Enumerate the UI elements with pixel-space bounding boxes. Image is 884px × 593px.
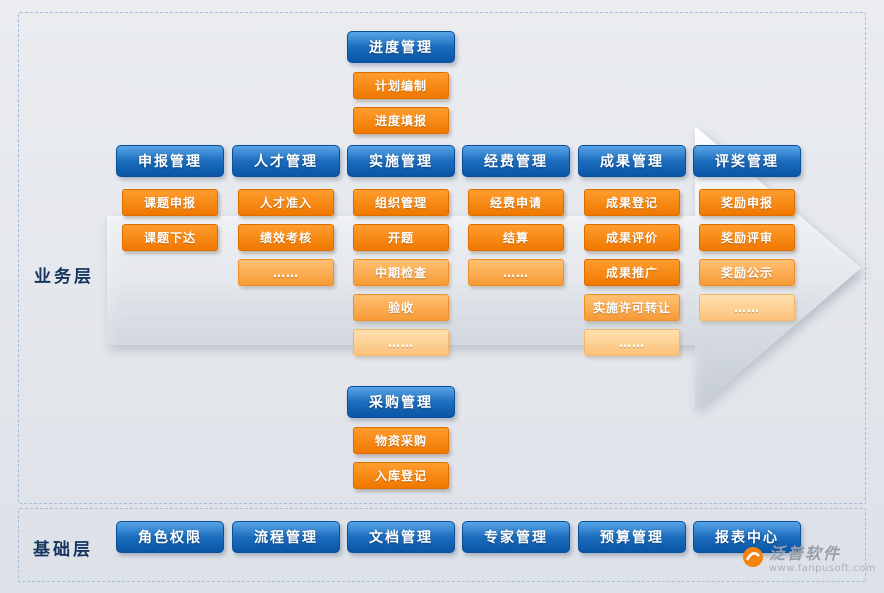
base-item-budget-management[interactable]: 预算管理 — [578, 521, 686, 553]
implementation-items: 组织管理 开题 中期检查 验收 …… — [347, 189, 455, 356]
module-item-acceptance[interactable]: 验收 — [353, 294, 449, 321]
module-item-material-purchase[interactable]: 物资采购 — [353, 427, 449, 454]
module-item-topic-declare[interactable]: 课题申报 — [122, 189, 218, 216]
module-item-funding-more[interactable]: …… — [468, 259, 564, 286]
header-procurement-management[interactable]: 采购管理 — [347, 386, 455, 418]
column-award: 评奖管理 奖励申报 奖励评审 奖励公示 …… — [693, 145, 801, 321]
module-item-plan-compile[interactable]: 计划编制 — [353, 72, 449, 99]
module-item-talent-admission[interactable]: 人才准入 — [238, 189, 334, 216]
header-progress-management[interactable]: 进度管理 — [347, 31, 455, 63]
base-item-document-management[interactable]: 文档管理 — [347, 521, 455, 553]
base-item-process-management[interactable]: 流程管理 — [232, 521, 340, 553]
module-item-fund-apply[interactable]: 经费申请 — [468, 189, 564, 216]
header-declaration-management[interactable]: 申报管理 — [116, 145, 224, 177]
column-funding: 经费管理 经费申请 结算 …… — [462, 145, 570, 286]
module-item-opening[interactable]: 开题 — [353, 224, 449, 251]
base-item-role-permission[interactable]: 角色权限 — [116, 521, 224, 553]
column-achievement: 成果管理 成果登记 成果评价 成果推广 实施许可转让 …… — [578, 145, 686, 356]
module-item-award-more[interactable]: …… — [699, 294, 795, 321]
fanpu-logo-icon — [742, 546, 764, 572]
declaration-items: 课题申报 课题下达 — [116, 189, 224, 251]
module-item-achievement-evaluate[interactable]: 成果评价 — [584, 224, 680, 251]
procurement-items: 物资采购 入库登记 — [347, 427, 455, 489]
header-funding-management[interactable]: 经费管理 — [462, 145, 570, 177]
module-item-license-transfer[interactable]: 实施许可转让 — [584, 294, 680, 321]
header-talent-management[interactable]: 人才管理 — [232, 145, 340, 177]
column-implementation: 实施管理 组织管理 开题 中期检查 验收 …… — [347, 145, 455, 356]
header-achievement-management[interactable]: 成果管理 — [578, 145, 686, 177]
business-layer-panel: 业务层 进度管理 计划编制 进度填报 申报管理 课题申报 课题下达 人才管理 人… — [18, 12, 866, 504]
business-layer-label: 业务层 — [34, 267, 94, 287]
base-layer-label: 基础层 — [33, 540, 93, 560]
base-layer-panel: 基础层 角色权限 流程管理 文档管理 专家管理 预算管理 报表中心 — [18, 508, 866, 582]
brand-text: 泛普软件 www.fanpusoft.com — [769, 545, 876, 574]
base-item-report-center[interactable]: 报表中心 — [693, 521, 801, 553]
module-item-achievement-promote[interactable]: 成果推广 — [584, 259, 680, 286]
module-item-achievement-more[interactable]: …… — [584, 329, 680, 356]
module-item-talent-more[interactable]: …… — [238, 259, 334, 286]
module-item-midterm-check[interactable]: 中期检查 — [353, 259, 449, 286]
module-item-implementation-more[interactable]: …… — [353, 329, 449, 356]
module-item-settlement[interactable]: 结算 — [468, 224, 564, 251]
base-item-expert-management[interactable]: 专家管理 — [462, 521, 570, 553]
module-item-achievement-register[interactable]: 成果登记 — [584, 189, 680, 216]
module-item-award-publicity[interactable]: 奖励公示 — [699, 259, 795, 286]
module-item-warehouse-register[interactable]: 入库登记 — [353, 462, 449, 489]
module-item-topic-assign[interactable]: 课题下达 — [122, 224, 218, 251]
brand-url: www.fanpusoft.com — [768, 562, 876, 574]
column-procurement: 采购管理 物资采购 入库登记 — [347, 386, 455, 489]
achievement-items: 成果登记 成果评价 成果推广 实施许可转让 …… — [578, 189, 686, 356]
module-item-award-declare[interactable]: 奖励申报 — [699, 189, 795, 216]
module-item-award-review[interactable]: 奖励评审 — [699, 224, 795, 251]
column-progress: 进度管理 计划编制 进度填报 — [347, 31, 455, 134]
brand-watermark: 泛普软件 www.fanpusoft.com — [742, 545, 876, 574]
column-talent: 人才管理 人才准入 绩效考核 …… — [232, 145, 340, 286]
funding-items: 经费申请 结算 …… — [462, 189, 570, 286]
header-implementation-management[interactable]: 实施管理 — [347, 145, 455, 177]
column-declaration: 申报管理 课题申报 课题下达 — [116, 145, 224, 251]
module-item-progress-report[interactable]: 进度填报 — [353, 107, 449, 134]
brand-name: 泛普软件 — [768, 544, 841, 563]
module-item-performance-review[interactable]: 绩效考核 — [238, 224, 334, 251]
module-item-organization[interactable]: 组织管理 — [353, 189, 449, 216]
progress-items: 计划编制 进度填报 — [347, 72, 455, 134]
award-items: 奖励申报 奖励评审 奖励公示 …… — [693, 189, 801, 321]
talent-items: 人才准入 绩效考核 …… — [232, 189, 340, 286]
header-award-management[interactable]: 评奖管理 — [693, 145, 801, 177]
